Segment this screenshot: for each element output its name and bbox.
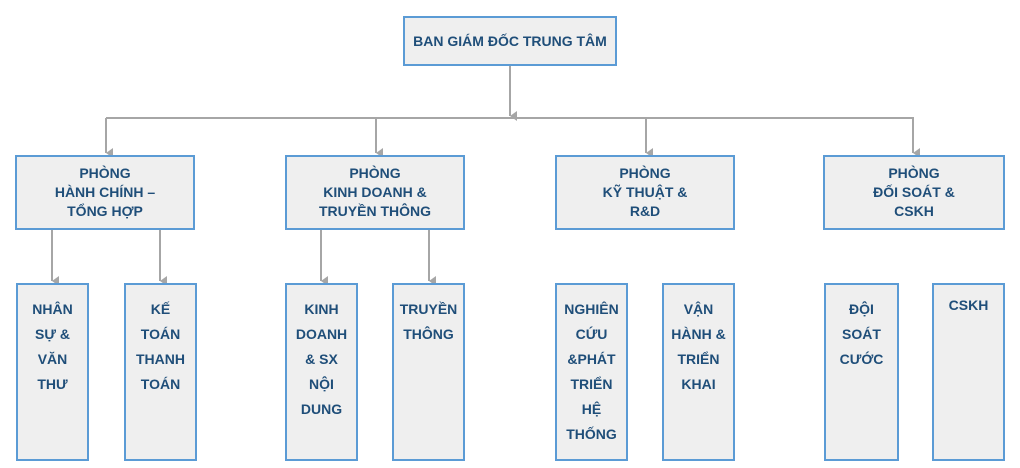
dept-business-line-3: TRUYỀN THÔNG — [319, 203, 431, 219]
unit-hr-line-1: NHÂN — [32, 301, 73, 317]
unit-rd-line-3: &PHÁT — [567, 351, 616, 367]
unit-sales-content-line-5: DUNG — [300, 401, 343, 417]
unit-rd-line-1: NGHIÊN — [564, 301, 619, 317]
unit-accounting-line-4: TOÁN — [140, 376, 181, 392]
dept-tech-box: PHÒNG KỸ THUẬT & R&D — [555, 155, 735, 230]
unit-accounting-line-1: KẾ — [150, 301, 171, 317]
unit-sales-content-line-1: KINH — [304, 301, 339, 317]
unit-hr-box: NHÂN SỰ & VĂN THƯ — [16, 283, 89, 461]
unit-reconciliation-line-1: ĐỘI — [849, 301, 874, 317]
dept-tech-line-1: PHÒNG — [619, 165, 671, 181]
unit-communications-line-1: TRUYỀN — [399, 301, 458, 317]
unit-rd-box: NGHIÊN CỨU &PHÁT TRIỂN HỆ THỐNG — [555, 283, 628, 461]
unit-customer-care-box: CSKH — [932, 283, 1005, 461]
unit-operations-line-4: KHAI — [681, 376, 716, 392]
unit-customer-care-line-1: CSKH — [948, 297, 989, 313]
board-of-directors-box: BAN GIÁM ĐỐC TRUNG TÂM — [403, 16, 617, 66]
unit-operations-box: VẬN HÀNH & TRIỂN KHAI — [662, 283, 735, 461]
unit-operations-line-2: HÀNH & — [671, 326, 726, 342]
unit-accounting-line-2: TOÁN — [140, 326, 181, 342]
unit-accounting-line-3: THANH — [136, 351, 185, 367]
unit-rd-line-5: HỆ — [581, 401, 602, 417]
unit-operations-line-3: TRIỂN — [677, 351, 720, 367]
board-of-directors-label: BAN GIÁM ĐỐC TRUNG TÂM — [413, 33, 607, 49]
unit-hr-line-2: SỰ & — [35, 326, 70, 342]
dept-reconciliation-line-2: ĐỐI SOÁT & — [873, 184, 955, 200]
unit-communications-line-2: THÔNG — [403, 326, 454, 342]
unit-hr-line-3: VĂN — [37, 351, 68, 367]
unit-sales-content-line-2: DOANH — [295, 326, 348, 342]
unit-sales-content-line-4: NỘI — [309, 376, 334, 392]
unit-sales-content-line-3: & SX — [305, 351, 338, 367]
unit-sales-content-box: KINH DOANH & SX NỘI DUNG — [285, 283, 358, 461]
unit-accounting-box: KẾ TOÁN THANH TOÁN — [124, 283, 197, 461]
dept-tech-line-3: R&D — [629, 203, 661, 219]
unit-operations-line-1: VẬN — [683, 301, 714, 317]
dept-admin-box: PHÒNG HÀNH CHÍNH – TỔNG HỢP — [15, 155, 195, 230]
unit-hr-line-4: THƯ — [37, 376, 68, 392]
dept-tech-line-2: KỸ THUẬT & — [602, 184, 688, 200]
unit-communications-box: TRUYỀN THÔNG — [392, 283, 465, 461]
dept-admin-line-2: HÀNH CHÍNH – — [54, 184, 156, 200]
dept-reconciliation-line-1: PHÒNG — [888, 165, 940, 181]
unit-rd-line-4: TRIỂN — [570, 376, 613, 392]
unit-reconciliation-line-2: SOÁT — [842, 326, 881, 342]
dept-reconciliation-box: PHÒNG ĐỐI SOÁT & CSKH — [823, 155, 1005, 230]
dept-business-line-2: KINH DOANH & — [323, 184, 427, 200]
dept-admin-line-3: TỔNG HỢP — [67, 203, 143, 219]
unit-reconciliation-box: ĐỘI SOÁT CƯỚC — [824, 283, 899, 461]
dept-reconciliation-line-3: CSKH — [894, 203, 934, 219]
unit-rd-line-2: CỨU — [575, 326, 608, 342]
dept-business-box: PHÒNG KINH DOANH & TRUYỀN THÔNG — [285, 155, 465, 230]
dept-admin-line-1: PHÒNG — [79, 165, 131, 181]
unit-rd-line-6: THỐNG — [566, 426, 617, 442]
unit-reconciliation-line-3: CƯỚC — [839, 351, 884, 367]
dept-business-line-1: PHÒNG — [349, 165, 401, 181]
